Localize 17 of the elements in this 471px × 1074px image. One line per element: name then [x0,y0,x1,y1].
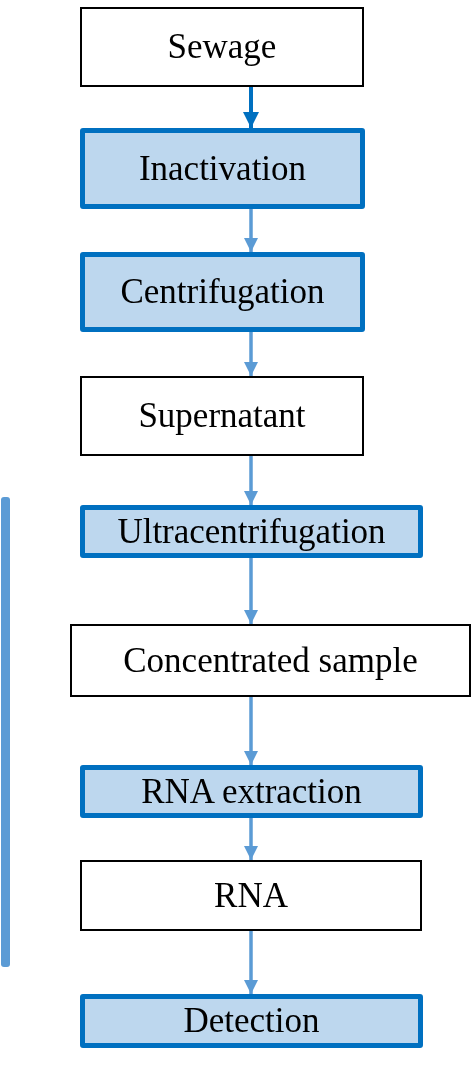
process-box: Inactivation [80,128,365,209]
arrow [244,558,258,624]
arrow [243,87,259,128]
process-box: RNA extraction [80,765,423,818]
process-box: Detection [80,994,423,1048]
material-box: Supernatant [80,376,364,456]
arrow [244,931,258,994]
material-box: Sewage [80,7,364,87]
arrow [244,209,258,252]
process-box: Centrifugation [80,252,365,332]
material-box: RNA [80,860,422,931]
process-box: Ultracentrifugation [80,505,423,558]
arrow [244,818,258,860]
material-box: Concentrated sample [70,624,471,697]
arrow [244,697,258,765]
arrow [244,456,258,505]
arrow [244,332,258,376]
